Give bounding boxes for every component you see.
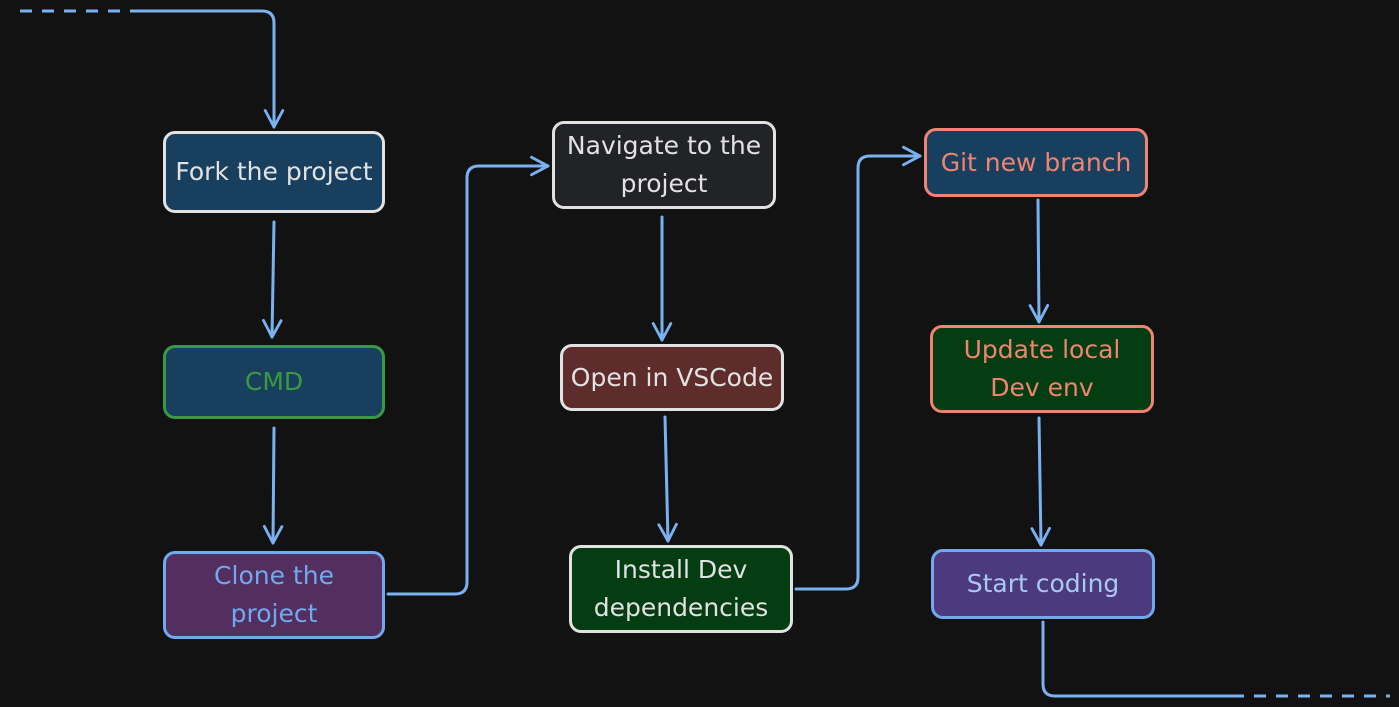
node-navigate-label: Navigate to the project [566,131,762,198]
node-open-in-vscode: Open in VSCode [560,344,784,411]
edge-install-to-branch [794,145,922,591]
edge-update-to-start [1030,416,1051,547]
edge-fork-to-cmd [262,220,283,339]
node-start-label: Start coding [966,569,1120,598]
node-navigate-to-project: Navigate to the project [552,121,776,209]
node-cmd: CMD [163,345,385,419]
node-clone-the-project: Clone the project [163,551,385,639]
edge-branch-to-update [1028,198,1050,324]
edge-cmd-to-clone [262,426,284,545]
node-install-dev-dependencies: Install Dev dependencies [569,545,793,633]
edge-clone-to-navigate [386,155,550,596]
node-vscode-label: Open in VSCode [570,362,774,392]
edge-start-to-next [1041,620,1242,698]
node-update-label: Update local Dev env [963,335,1121,402]
node-start-coding: Start coding [931,549,1155,619]
node-git-new-branch: Git new branch [924,128,1148,197]
node-update-local-dev-env: Update local Dev env [930,325,1154,413]
node-cmd-label: CMD [244,367,304,396]
edge-vscode-to-install [657,415,678,543]
node-fork-the-project: Fork the project [163,131,385,213]
node-fork-label: Fork the project [175,157,373,186]
edge-start-to-fork [138,9,285,129]
node-install-label: Install Dev dependencies [593,555,769,622]
node-branch-label: Git new branch [940,147,1132,177]
node-clone-label: Clone the project [214,561,334,628]
